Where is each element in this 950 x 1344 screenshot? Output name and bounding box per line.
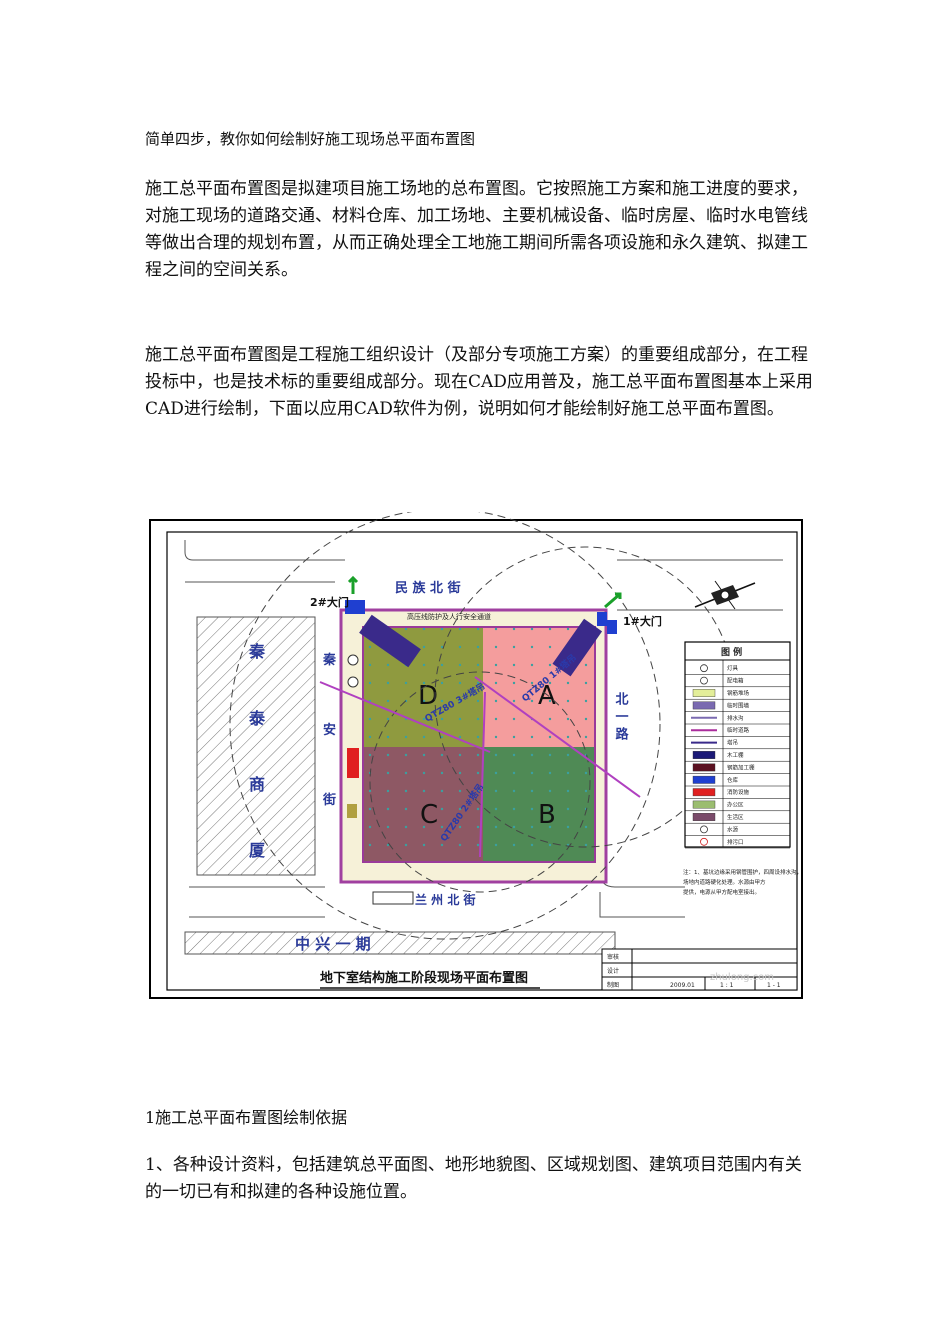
road-bottom-label: 中 兴 一 期 <box>295 935 371 953</box>
title-block-label: 审核 <box>607 953 619 961</box>
zone-labels: D A C B <box>418 681 556 830</box>
legend-label: 仓库 <box>727 776 739 784</box>
legend-label: 排水沟 <box>727 714 744 722</box>
gate-1-label: 1#大门 <box>623 614 662 628</box>
legend-symbol <box>692 751 716 759</box>
road-north-label: 民 族 北 街 <box>395 580 461 596</box>
crane-booms <box>319 676 641 858</box>
legend-symbol <box>700 676 708 685</box>
legend-row: 办公区 <box>685 800 790 812</box>
shed-ne <box>552 618 603 677</box>
gate-2-label: 2#大门 <box>310 595 349 609</box>
legend-label: 钢筋加工棚 <box>727 763 755 771</box>
note-line: 场地内道路硬化处理。水源由甲方 <box>683 878 766 886</box>
west-road-char: 安 <box>323 722 336 738</box>
title-block-label: 设计 <box>607 967 619 975</box>
legend-symbol <box>692 800 716 809</box>
gate-1: 1#大门 <box>597 592 662 634</box>
building-label: 秦 泰 商 厦 <box>248 642 266 860</box>
building-char: 商 <box>249 775 265 794</box>
legend-row: 配电箱 <box>685 676 790 688</box>
north-arrow-icon <box>694 580 756 610</box>
legend-row: 钢筋加工棚 <box>685 763 790 774</box>
zone-c-label: C <box>420 800 438 830</box>
west-road-char: 秦 <box>322 652 337 668</box>
list-item: 1、各种设计资料，包括建筑总平面图、地形地貌图、区域规划图、建筑项目范围内有关的… <box>145 1155 802 1202</box>
title-block: 审核 设计 制图 2009.01 1 : 1 1 - 1 <box>601 948 798 991</box>
legend-symbol <box>692 763 716 772</box>
west-road-char: 街 <box>322 792 336 808</box>
legend-row: 排污口 <box>685 837 790 849</box>
title-block-label: 制图 <box>607 981 619 989</box>
building-char: 秦 <box>248 642 266 661</box>
title-block-date: 2009.01 <box>670 982 695 989</box>
road-south-label: 兰 州 北 街 <box>415 892 476 907</box>
drawing-note: 注：1、基坑边缘采用钢管围护，四周设排水沟， 场地内道路硬化处理。水源由甲方 提… <box>683 868 802 896</box>
legend-row: 水源 <box>685 825 790 836</box>
building-char: 泰 <box>248 709 266 728</box>
legend-label: 消防设施 <box>727 788 750 796</box>
legend-label: 配电箱 <box>727 677 744 685</box>
top-note: 高压线防护及人行安全通道 <box>407 612 491 621</box>
legend-symbol <box>692 775 716 784</box>
road-east-label: 北 一 路 <box>613 692 629 740</box>
legend-label: 水源 <box>727 825 739 833</box>
legend-title: 图 例 <box>721 646 742 658</box>
hatched-strip <box>184 931 616 955</box>
legend-label: 塔吊 <box>727 739 738 747</box>
title-block-scale: 1 : 1 <box>720 982 734 989</box>
drawing-title: 地下室结构施工阶段现场平面布置图 <box>320 970 528 986</box>
legend: 图 例 灯具配电箱钢筋堆场临时围墙排水沟临时道路塔吊木工棚钢筋加工棚仓库消防设施… <box>684 641 791 849</box>
pit-outline <box>362 626 596 863</box>
legend-label: 灯具 <box>727 664 739 672</box>
legend-symbol <box>692 689 716 697</box>
legend-label: 生活区 <box>727 813 744 821</box>
section-heading: 1施工总平面布置图绘制依据 <box>145 1108 348 1127</box>
legend-label: 排污口 <box>727 838 744 846</box>
cad-paragraph: 施工总平面布置图是工程施工组织设计（及部分专项施工方案）的重要组成部分，在工程投… <box>145 345 813 419</box>
legend-row: 生活区 <box>685 813 790 824</box>
legend-row: 仓库 <box>685 775 790 787</box>
legend-symbol <box>700 837 708 846</box>
intro-paragraph: 施工总平面布置图是拟建项目施工场地的总布置图。它按照施工方案和施工进度的要求，对… <box>145 179 808 280</box>
legend-row: 灯具 <box>685 664 790 675</box>
title-block-sheet: 1 - 1 <box>767 982 781 989</box>
legend-label: 办公区 <box>727 801 744 809</box>
article-title: 简单四步，教你如何绘制好施工现场总平面布置图 <box>145 130 476 148</box>
gate-2: 2#大门 <box>310 575 365 614</box>
legend-row: 塔吊 <box>685 739 790 750</box>
road-east-text: 北 一 路 <box>613 692 629 740</box>
legend-row: 排水沟 <box>685 714 790 725</box>
note-line: 提供，电源从甲方配电室接出。 <box>683 888 760 896</box>
legend-row: 木工棚 <box>685 751 790 762</box>
watermark: zhulong.com <box>710 972 774 983</box>
legend-row: 临时围墙 <box>685 701 790 712</box>
shed-nw <box>359 614 421 668</box>
note-line: 注：1、基坑边缘采用钢管围护，四周设排水沟， <box>683 868 802 876</box>
hatched-building <box>196 616 316 876</box>
legend-symbol <box>700 825 708 834</box>
legend-row: 钢筋堆场 <box>685 689 790 700</box>
building-char: 厦 <box>249 841 266 860</box>
legend-label: 木工棚 <box>727 751 744 759</box>
site-plan-drawing: 秦 泰 商 厦 秦 安 街 D A C B QTZ80 <box>145 512 810 1008</box>
legend-row: 临时道路 <box>685 726 790 737</box>
legend-symbol <box>692 788 716 797</box>
zone-b-label: B <box>538 800 556 830</box>
west-facilities <box>347 654 414 905</box>
inner-frame <box>166 531 798 991</box>
legend-row: 消防设施 <box>685 788 790 799</box>
legend-symbol <box>692 813 716 821</box>
west-road-label: 秦 安 街 <box>322 652 337 808</box>
legend-label: 钢筋堆场 <box>727 689 750 697</box>
legend-label: 临时围墙 <box>727 701 750 709</box>
zone-a-label: A <box>538 681 556 711</box>
legend-label: 临时道路 <box>727 726 750 734</box>
legend-symbol <box>692 701 716 710</box>
legend-symbol <box>700 664 708 673</box>
